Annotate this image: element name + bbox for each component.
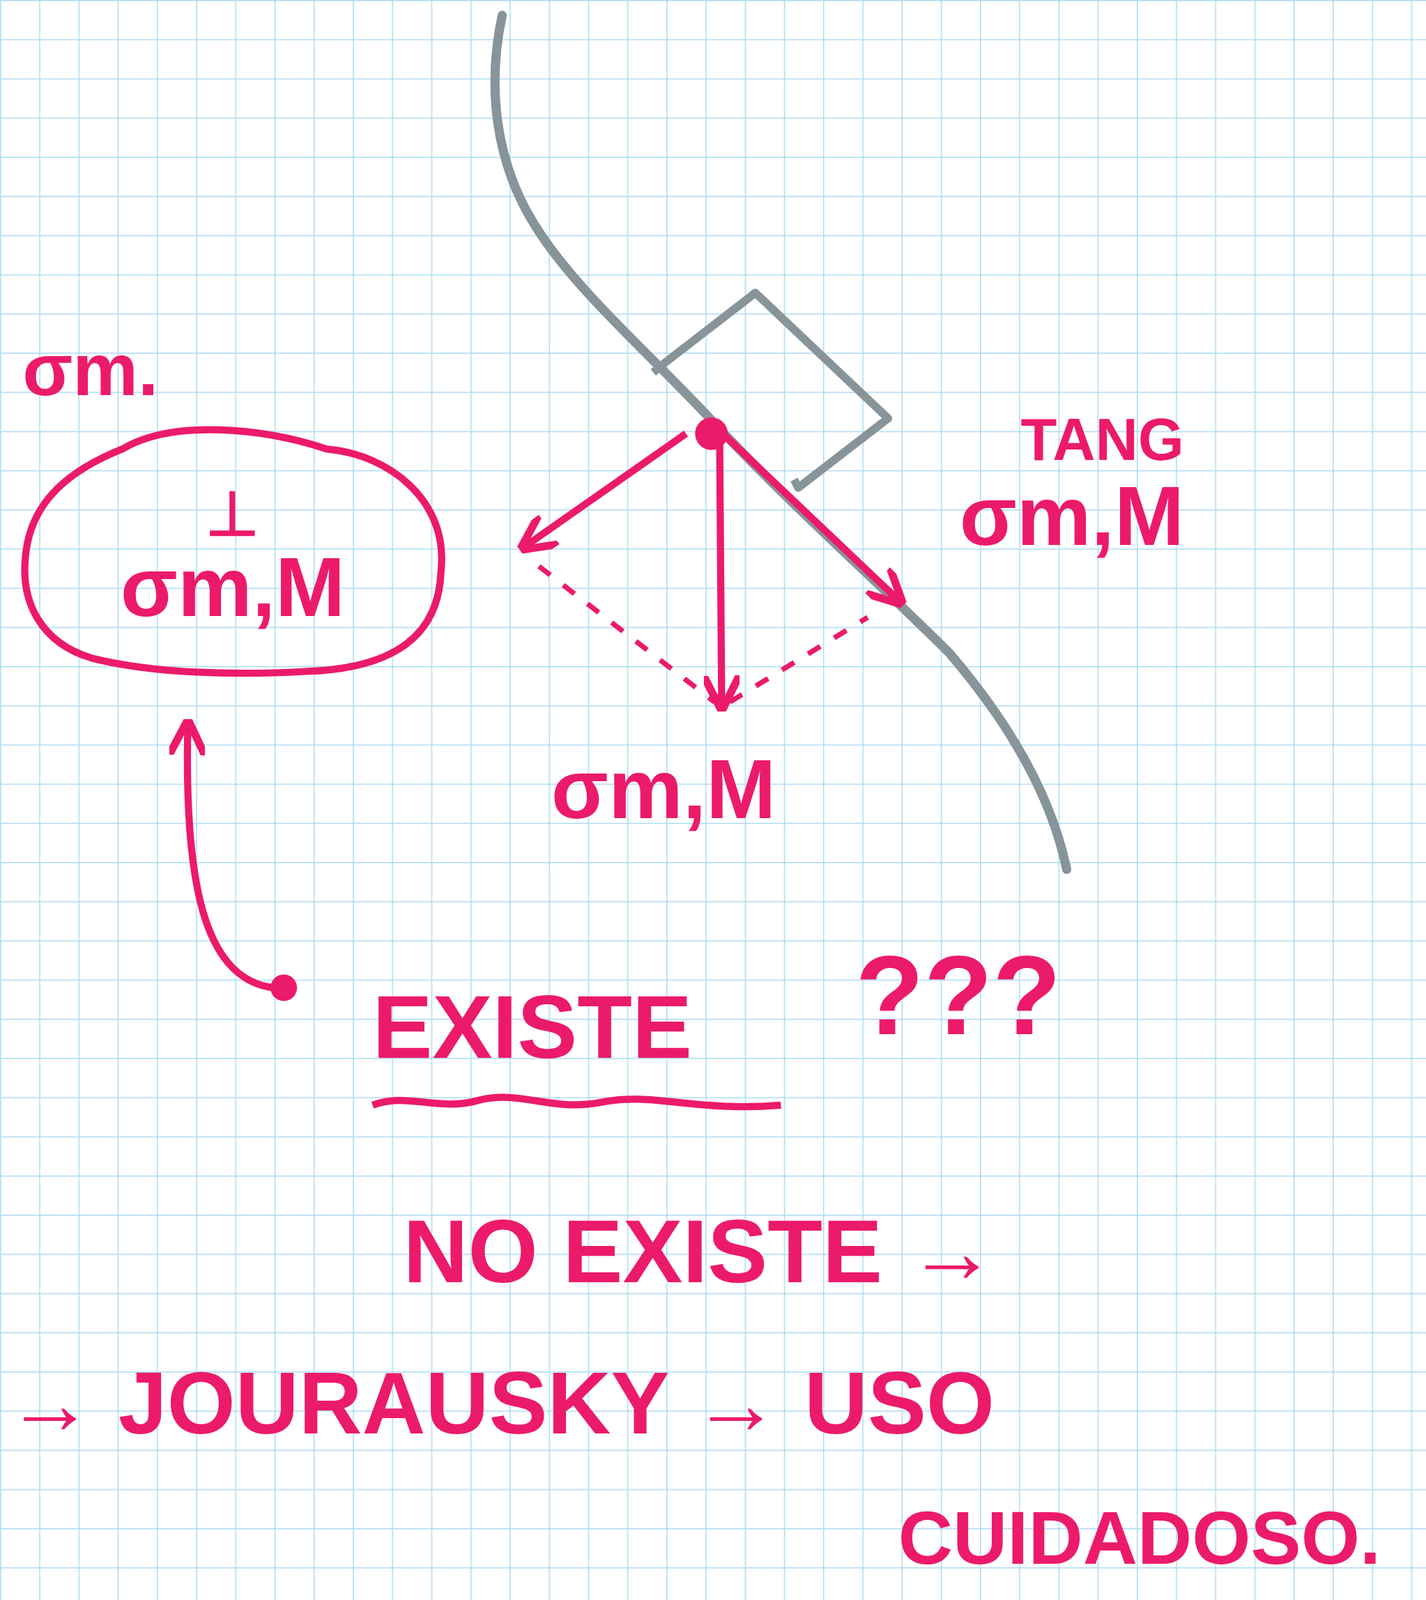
contact-point (694, 417, 728, 451)
note-text: → JOURAUSKY → USO (6, 1357, 995, 1450)
block (653, 292, 888, 488)
sigma-label: σm. (22, 331, 159, 410)
note-text: NO EXISTE → (403, 1204, 998, 1299)
cloud-outline (25, 430, 442, 674)
normal-stress-arrow (525, 433, 686, 546)
sigma-label: σm,M (959, 471, 1185, 560)
total-stress-arrow (719, 439, 723, 705)
perpendicular-symbol: ⊥ (120, 483, 345, 546)
curved-pointer-arrow (187, 726, 274, 989)
question-text: EXISTE (372, 979, 693, 1075)
pointer-dot (270, 974, 297, 1001)
tang-label: TANG (1021, 408, 1185, 471)
surface-curve (494, 15, 1067, 870)
note-text: CUIDADOSO. (898, 1498, 1381, 1578)
tangential-stress-arrow (719, 430, 899, 601)
dashed-component (538, 566, 715, 703)
wavy-underline (372, 1097, 782, 1107)
question-marks: ??? (855, 936, 1061, 1055)
dashed-component (729, 617, 868, 703)
cloud-node: ⊥σm,M (120, 483, 345, 629)
sigma-label: σm,M (551, 745, 776, 833)
sigma-text: σm,M (120, 545, 345, 629)
